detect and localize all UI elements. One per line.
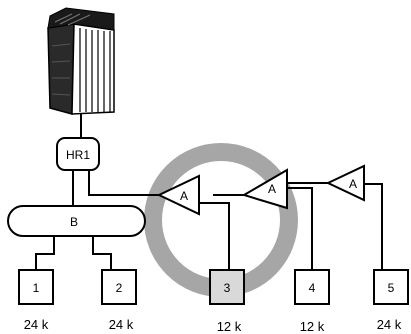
- unit-3: 3 12 k: [209, 269, 245, 334]
- highlight-ring: [144, 143, 298, 297]
- unit-2-number: 2: [116, 281, 123, 295]
- adapter-2: A: [241, 168, 288, 210]
- vrf-outdoor-unit-icon: [47, 7, 115, 115]
- unit-5-capacity: 24 k: [377, 317, 402, 332]
- unit-2-capacity: 24 k: [109, 317, 134, 332]
- adapter-1: A: [156, 174, 200, 216]
- unit-1-capacity: 24 k: [24, 317, 49, 332]
- unit-4-capacity: 12 k: [300, 319, 325, 334]
- branch-b-label: B: [70, 215, 78, 229]
- unit-3-capacity: 12 k: [217, 319, 242, 334]
- adapter-3: A: [325, 164, 365, 202]
- piping-lines: [35, 114, 383, 270]
- adapter-2-label: A: [268, 182, 276, 196]
- adapter-3-label: A: [349, 177, 357, 191]
- unit-5: 5 24 k: [373, 269, 409, 332]
- unit-3-number: 3: [224, 281, 231, 295]
- unit-5-number: 5: [388, 281, 395, 295]
- adapter-1-label: A: [180, 189, 188, 203]
- hr-box: HR1: [56, 137, 100, 171]
- unit-4: 4 12 k: [294, 269, 330, 334]
- unit-1: 1 24 k: [18, 269, 54, 332]
- unit-1-number: 1: [33, 281, 40, 295]
- unit-4-number: 4: [309, 281, 316, 295]
- hr-box-label: HR1: [66, 148, 90, 162]
- branch-b: B: [7, 205, 146, 237]
- unit-2: 2 24 k: [101, 269, 137, 332]
